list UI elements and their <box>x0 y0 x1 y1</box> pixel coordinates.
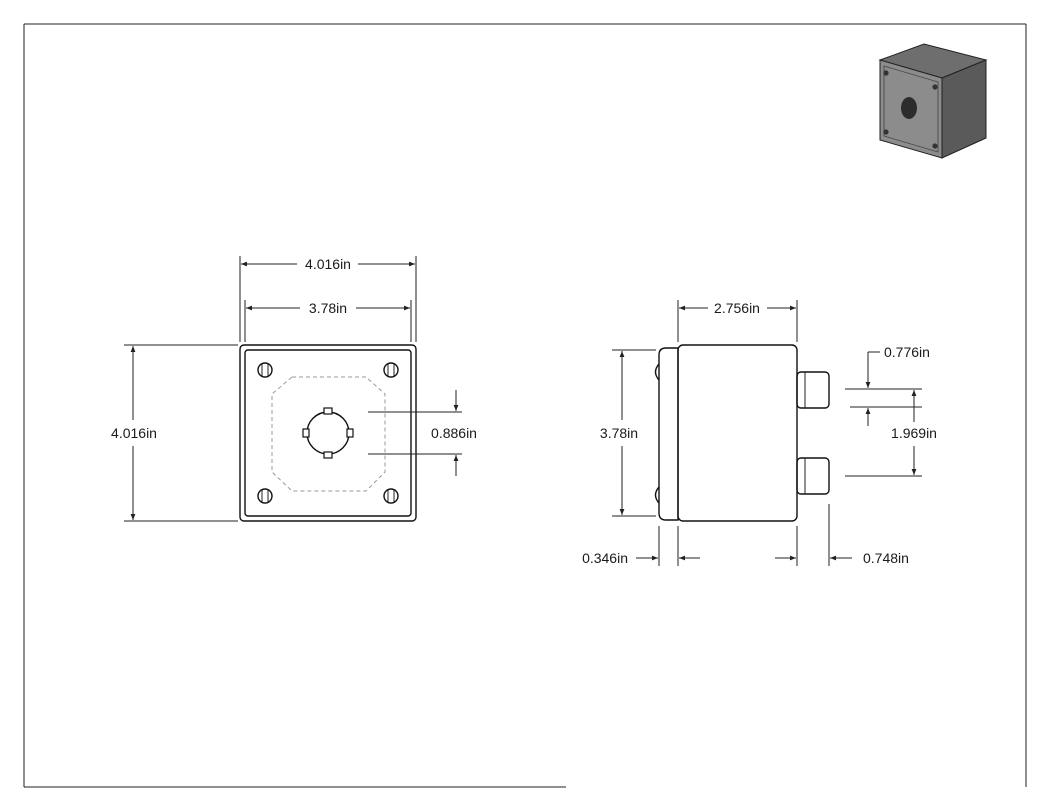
dim-label: 0.776in <box>884 344 930 360</box>
dim-side-height: 3.78in <box>600 349 656 517</box>
dim-label: 0.886in <box>431 425 477 441</box>
screw-icon <box>383 488 399 504</box>
dim-front-hole-diameter: 0.886in <box>368 390 477 476</box>
dim-front-inner-width: 3.78in <box>244 300 412 342</box>
dim-label: 3.78in <box>600 425 638 441</box>
dim-front-overall-width: 4.016in <box>239 256 417 342</box>
screw-icon <box>257 488 273 504</box>
dim-label: 0.346in <box>582 550 628 566</box>
conduit-hub-icon <box>796 457 830 495</box>
side-view <box>654 344 830 522</box>
conduit-hub-icon <box>796 371 830 409</box>
drawing-border <box>23 23 1027 788</box>
front-view <box>239 344 417 522</box>
isometric-enclosure-icon <box>878 43 988 159</box>
screw-icon <box>257 362 273 378</box>
dim-label: 3.78in <box>309 300 347 316</box>
dim-side-depth: 2.756in <box>677 300 798 342</box>
dim-label: 1.969in <box>891 425 937 441</box>
dim-label: 0.748in <box>863 550 909 566</box>
dim-side-lid-thickness: 0.346in <box>582 526 700 566</box>
dim-side-hub-spacing: 1.969in <box>845 390 937 477</box>
screw-icon <box>383 362 399 378</box>
dim-label: 2.756in <box>714 300 760 316</box>
dim-front-overall-height: 4.016in <box>111 344 238 522</box>
dim-label: 4.016in <box>111 425 157 441</box>
dim-side-hub-length: 0.748in <box>775 504 909 566</box>
dim-label: 4.016in <box>305 256 351 272</box>
dim-side-hub-offset: 0.776in <box>845 344 930 426</box>
